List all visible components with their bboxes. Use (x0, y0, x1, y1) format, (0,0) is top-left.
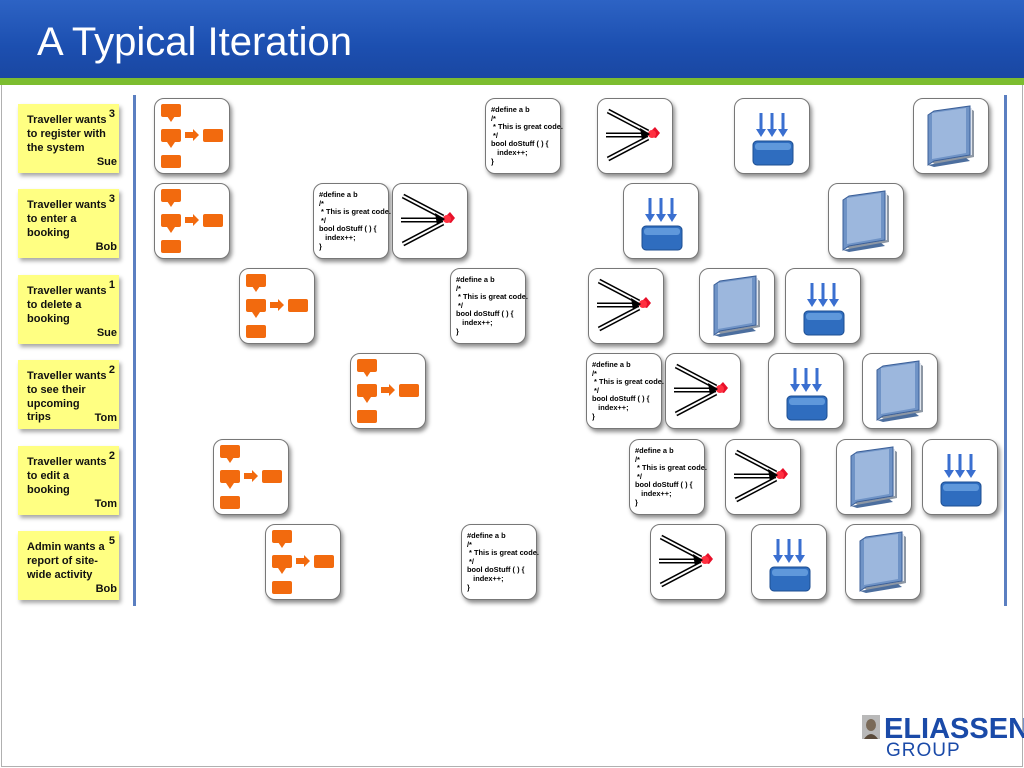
code-snippet: #define a b /* * This is great code. */ … (467, 531, 539, 592)
story-text: Traveller wants to enter a booking (27, 199, 107, 239)
flowchart-icon (246, 274, 308, 338)
content-frame (1, 85, 1023, 767)
story-points: 5 (108, 535, 115, 547)
story-text: Traveller wants to edit a booking (27, 456, 107, 496)
code-card[interactable]: #define a b /* * This is great code. */ … (461, 524, 539, 600)
database-icon (769, 539, 811, 592)
book-icon (927, 105, 974, 167)
merge-arrows-card[interactable] (665, 353, 741, 429)
story-points: 3 (108, 193, 115, 205)
merge-arrows-card[interactable] (588, 268, 664, 344)
story-points: 3 (108, 108, 115, 120)
story-owner: Sue (96, 327, 117, 339)
flowchart-card[interactable] (154, 98, 230, 174)
story-owner: Bob (95, 583, 117, 595)
logo-sub: GROUP (886, 740, 961, 761)
database-icon (803, 283, 845, 336)
merge-arrows-card[interactable] (650, 524, 726, 600)
story-note[interactable]: Traveller wants to delete a booking 1 Su… (18, 275, 119, 344)
story-owner: Tom (94, 412, 117, 424)
story-points: 2 (108, 450, 115, 462)
code-card[interactable]: #define a b /* * This is great code. */ … (629, 439, 707, 515)
story-note[interactable]: Traveller wants to edit a booking 2 Tom (18, 446, 119, 515)
story-text: Traveller wants to see their upcoming tr… (27, 370, 107, 424)
merge-arrows-icon (597, 278, 651, 332)
database-card[interactable] (785, 268, 861, 344)
database-card[interactable] (768, 353, 844, 429)
database-icon (786, 368, 828, 421)
flowchart-icon (272, 530, 334, 594)
code-snippet: #define a b /* * This is great code. */ … (491, 105, 563, 166)
right-divider-line (1004, 95, 1007, 606)
flowchart-card[interactable] (265, 524, 341, 600)
flowchart-card[interactable] (350, 353, 426, 429)
code-snippet: #define a b /* * This is great code. */ … (635, 446, 707, 507)
merge-arrows-icon (606, 108, 660, 162)
flowchart-icon (220, 445, 282, 509)
book-card[interactable] (836, 439, 912, 515)
flowchart-icon (161, 104, 223, 168)
logo-name: ELIASSEN (884, 713, 1024, 745)
flowchart-icon (161, 189, 223, 253)
merge-arrows-icon (734, 449, 788, 503)
book-card[interactable] (913, 98, 989, 174)
database-card[interactable] (751, 524, 827, 600)
database-icon (752, 113, 794, 166)
database-card[interactable] (623, 183, 699, 259)
code-card[interactable]: #define a b /* * This is great code. */ … (450, 268, 528, 344)
title-bar: A Typical Iteration (0, 0, 1024, 78)
code-card[interactable]: #define a b /* * This is great code. */ … (485, 98, 563, 174)
story-text: Admin wants a report of site- wide activ… (27, 541, 105, 581)
logo-mark-icon (862, 715, 880, 739)
story-text: Traveller wants to delete a booking (27, 285, 107, 325)
merge-arrows-card[interactable] (392, 183, 468, 259)
book-card[interactable] (828, 183, 904, 259)
slide-title: A Typical Iteration (37, 20, 352, 64)
merge-arrows-icon (659, 534, 713, 588)
flowchart-card[interactable] (239, 268, 315, 344)
merge-arrows-icon (401, 193, 455, 247)
code-card[interactable]: #define a b /* * This is great code. */ … (313, 183, 391, 259)
book-icon (859, 531, 906, 593)
company-logo: ELIASSEN GROUP (862, 713, 1024, 763)
story-owner: Sue (96, 156, 117, 168)
flowchart-icon (357, 359, 419, 423)
merge-arrows-icon (674, 363, 728, 417)
database-icon (940, 454, 982, 507)
story-note[interactable]: Traveller wants to register with the sys… (18, 104, 119, 173)
code-snippet: #define a b /* * This is great code. */ … (592, 360, 664, 421)
merge-arrows-card[interactable] (597, 98, 673, 174)
code-card[interactable]: #define a b /* * This is great code. */ … (586, 353, 664, 429)
database-card[interactable] (922, 439, 998, 515)
book-card[interactable] (699, 268, 775, 344)
story-owner: Bob (95, 241, 117, 253)
database-card[interactable] (734, 98, 810, 174)
story-text: Traveller wants to register with the sys… (27, 114, 107, 154)
code-snippet: #define a b /* * This is great code. */ … (456, 275, 528, 336)
story-owner: Tom (94, 498, 117, 510)
merge-arrows-card[interactable] (725, 439, 801, 515)
book-icon (850, 446, 897, 508)
book-card[interactable] (862, 353, 938, 429)
book-icon (876, 360, 923, 422)
book-icon (842, 190, 889, 252)
accent-bar (0, 78, 1024, 85)
left-divider-line (133, 95, 136, 606)
flowchart-card[interactable] (154, 183, 230, 259)
story-note[interactable]: Traveller wants to see their upcoming tr… (18, 360, 119, 429)
story-points: 1 (108, 279, 115, 291)
code-snippet: #define a b /* * This is great code. */ … (319, 190, 391, 251)
story-points: 2 (108, 364, 115, 376)
book-card[interactable] (845, 524, 921, 600)
flowchart-card[interactable] (213, 439, 289, 515)
story-note[interactable]: Admin wants a report of site- wide activ… (18, 531, 119, 600)
story-note[interactable]: Traveller wants to enter a booking 3 Bob (18, 189, 119, 258)
database-icon (641, 198, 683, 251)
book-icon (713, 275, 760, 337)
